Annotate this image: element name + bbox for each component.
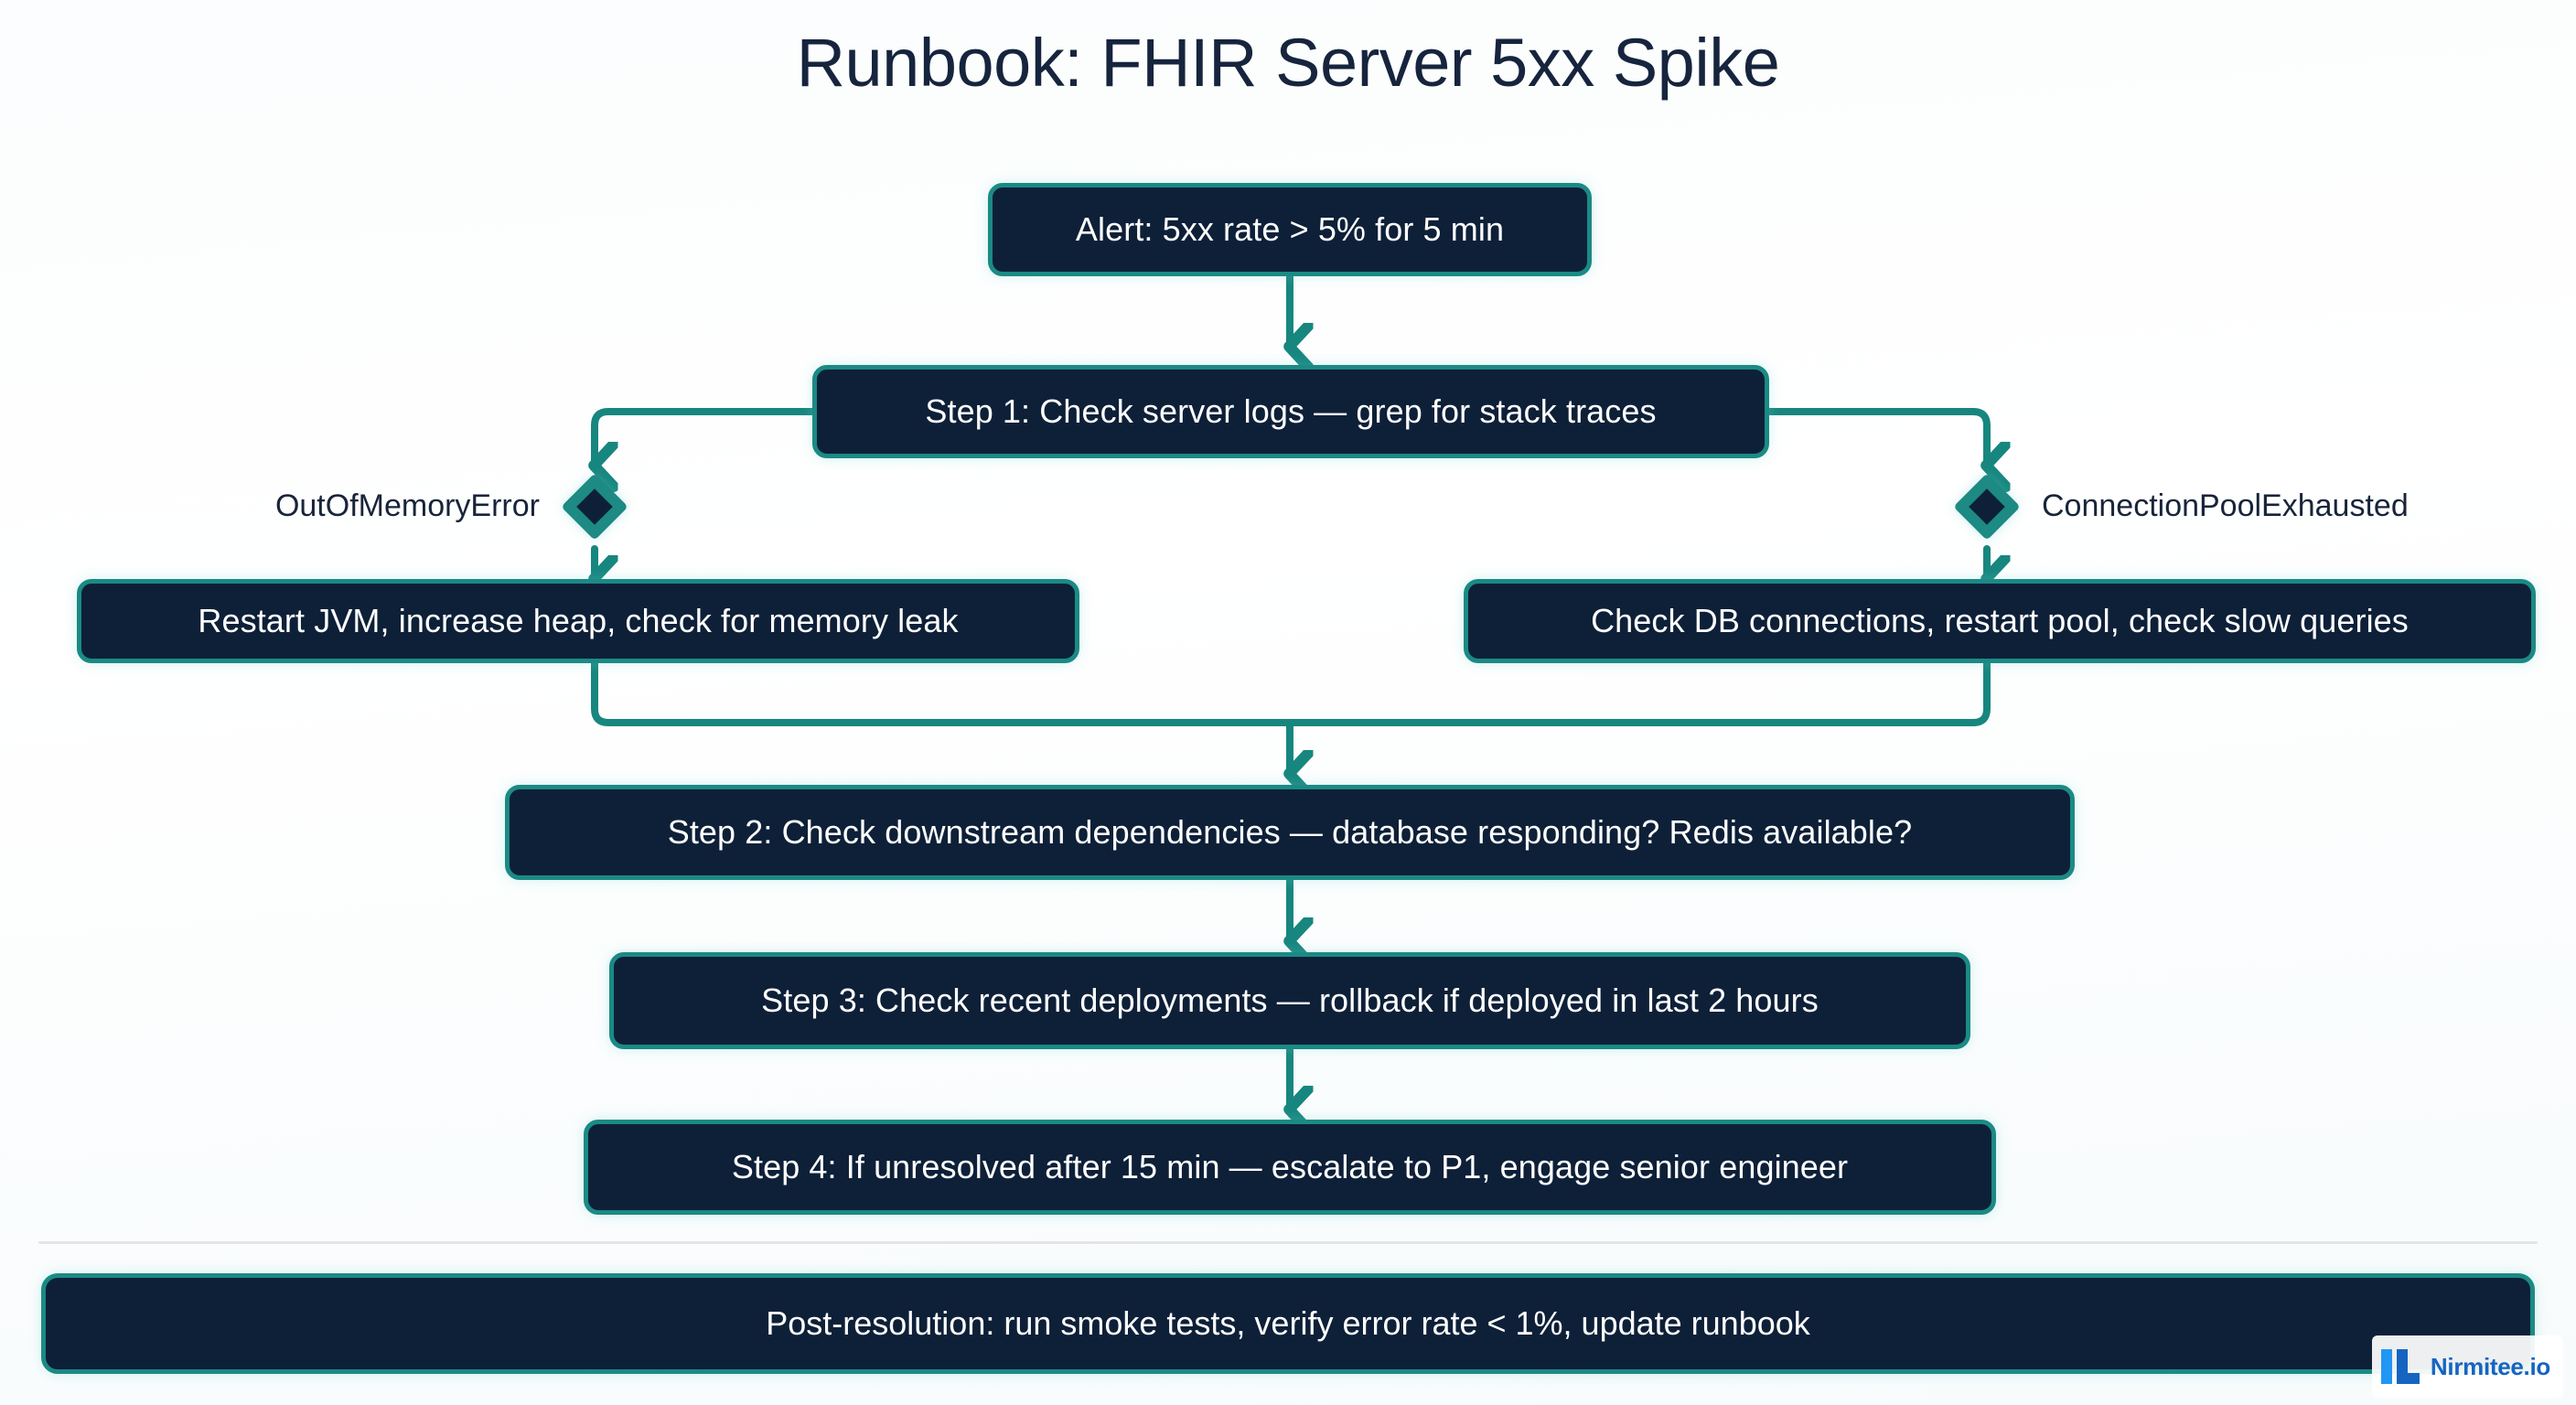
node-step4-label: Step 4: If unresolved after 15 min — esc… (731, 1148, 1849, 1185)
brand-name: Nirmitee.io (2430, 1352, 2550, 1380)
brand-logo: Nirmitee.io (2371, 1335, 2563, 1398)
node-restart-jvm[interactable]: Restart JVM, increase heap, check for me… (77, 579, 1079, 663)
node-alert-label: Alert: 5xx rate > 5% for 5 min (1075, 210, 1505, 248)
node-alert[interactable]: Alert: 5xx rate > 5% for 5 min (988, 183, 1592, 276)
node-check-db-connections-label: Check DB connections, restart pool, chec… (1591, 602, 2409, 639)
edge-right-action-to-merge (1286, 660, 1991, 726)
node-restart-jvm-label: Restart JVM, increase heap, check for me… (198, 602, 959, 639)
edge-left-action-to-merge (591, 660, 1293, 726)
node-post-resolution-label: Post-resolution: run smoke tests, verify… (766, 1304, 1810, 1342)
node-step2[interactable]: Step 2: Check downstream dependencies — … (505, 785, 2075, 880)
node-check-db-connections[interactable]: Check DB connections, restart pool, chec… (1464, 579, 2536, 663)
page-title: Runbook: FHIR Server 5xx Spike (796, 25, 1780, 101)
node-step4[interactable]: Step 4: If unresolved after 15 min — esc… (584, 1120, 1996, 1215)
branch-label-out-of-memory: OutOfMemoryError (274, 488, 540, 523)
branch-label-connection-pool: ConnectionPoolExhausted (2042, 488, 2409, 523)
edge-step1-to-decision-right (1766, 408, 1987, 465)
node-step3-label: Step 3: Check recent deployments — rollb… (761, 981, 1819, 1019)
node-step3[interactable]: Step 3: Check recent deployments — rollb… (609, 952, 1970, 1049)
nirmitee-logo-icon (2380, 1349, 2420, 1384)
edge-step1-to-decision-left (595, 408, 816, 465)
node-step1[interactable]: Step 1: Check server logs — grep for sta… (812, 365, 1769, 458)
section-divider (38, 1241, 2538, 1244)
node-post-resolution[interactable]: Post-resolution: run smoke tests, verify… (41, 1273, 2535, 1374)
node-step2-label: Step 2: Check downstream dependencies — … (667, 813, 1913, 851)
decision-out-of-memory[interactable] (561, 473, 628, 541)
node-step1-label: Step 1: Check server logs — grep for sta… (925, 392, 1657, 430)
decision-connection-pool[interactable] (1953, 473, 2021, 541)
